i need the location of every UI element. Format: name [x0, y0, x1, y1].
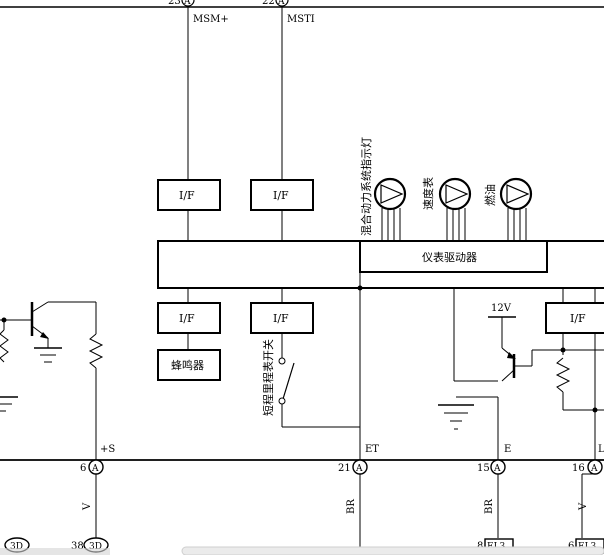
connector-22-letter: A	[277, 0, 285, 7]
svg-text:A: A	[590, 464, 598, 474]
connector-15: 15 A	[477, 459, 506, 475]
signal-l-label: L	[598, 444, 604, 455]
if-box-lower-3: I/F	[545, 302, 604, 334]
trip-switch-label: 短程里程表开关	[261, 339, 275, 416]
gauge-speed-label: 速度表	[421, 177, 435, 210]
svg-text:A: A	[91, 464, 99, 474]
signal-plus-s-label: +S	[100, 444, 115, 455]
connector-22: 22 A	[262, 0, 289, 7]
svg-text:I/F: I/F	[273, 312, 289, 325]
if-box-upper-1: I/F	[157, 179, 221, 211]
svg-text:I/F: I/F	[273, 189, 289, 202]
gauge-hybrid-label: 混合动力系统指示灯	[359, 137, 373, 236]
svg-text:I/F: I/F	[570, 312, 586, 325]
pin-22-label: 22	[262, 0, 275, 7]
signal-et-label: ET	[365, 444, 379, 455]
wire-color-v2: V	[578, 502, 589, 511]
signal-e-label: E	[504, 444, 511, 455]
pin-16-label: 16	[572, 463, 585, 474]
signal-msti-label: MSTI	[287, 14, 315, 25]
gauge-fuel-label: 燃油	[483, 184, 497, 206]
pin-23-label: 23	[168, 0, 181, 7]
svg-text:I/F: I/F	[179, 312, 195, 325]
wire-color-v1: V	[82, 502, 93, 511]
svg-text:3D: 3D	[10, 542, 23, 552]
svg-text:A: A	[355, 464, 363, 474]
wire-color-br1: BR	[346, 499, 357, 514]
connector-23-letter: A	[183, 0, 191, 7]
gauge-fuel-icon	[499, 177, 533, 241]
if-box-lower-1: I/F	[157, 302, 221, 334]
resistor-left-icon	[88, 333, 104, 369]
signal-msm-label: MSM+	[193, 14, 229, 25]
meter-driver-label: 仪表驱动器	[422, 250, 477, 264]
trip-switch-icon	[282, 362, 295, 400]
wire-color-br2: BR	[484, 499, 495, 514]
pin-15-label: 15	[477, 463, 490, 474]
svg-text:3D: 3D	[89, 542, 102, 552]
gauge-speed-icon	[438, 177, 472, 241]
resistor-right-icon	[555, 357, 571, 393]
connector-21: 21 A	[338, 459, 368, 475]
buzzer-box: 蜂鸣器	[157, 349, 221, 381]
svg-text:A: A	[493, 464, 501, 474]
buzzer-label: 蜂鸣器	[171, 358, 204, 372]
if-box-upper-2: I/F	[250, 179, 314, 211]
pin-38-label: 38	[71, 541, 84, 552]
gauge-hybrid-icon	[373, 177, 407, 241]
connector-6: 6 A	[80, 459, 104, 475]
voltage-label: 12V	[491, 303, 512, 314]
connector-23: 23 A	[168, 0, 195, 7]
svg-text:I/F: I/F	[179, 189, 195, 202]
pin-6-label: 6	[80, 463, 86, 474]
connector-16: 16 A	[572, 459, 603, 475]
pin-21-label: 21	[338, 463, 351, 474]
if-box-lower-2: I/F	[250, 302, 314, 334]
meter-driver-box	[359, 240, 548, 273]
